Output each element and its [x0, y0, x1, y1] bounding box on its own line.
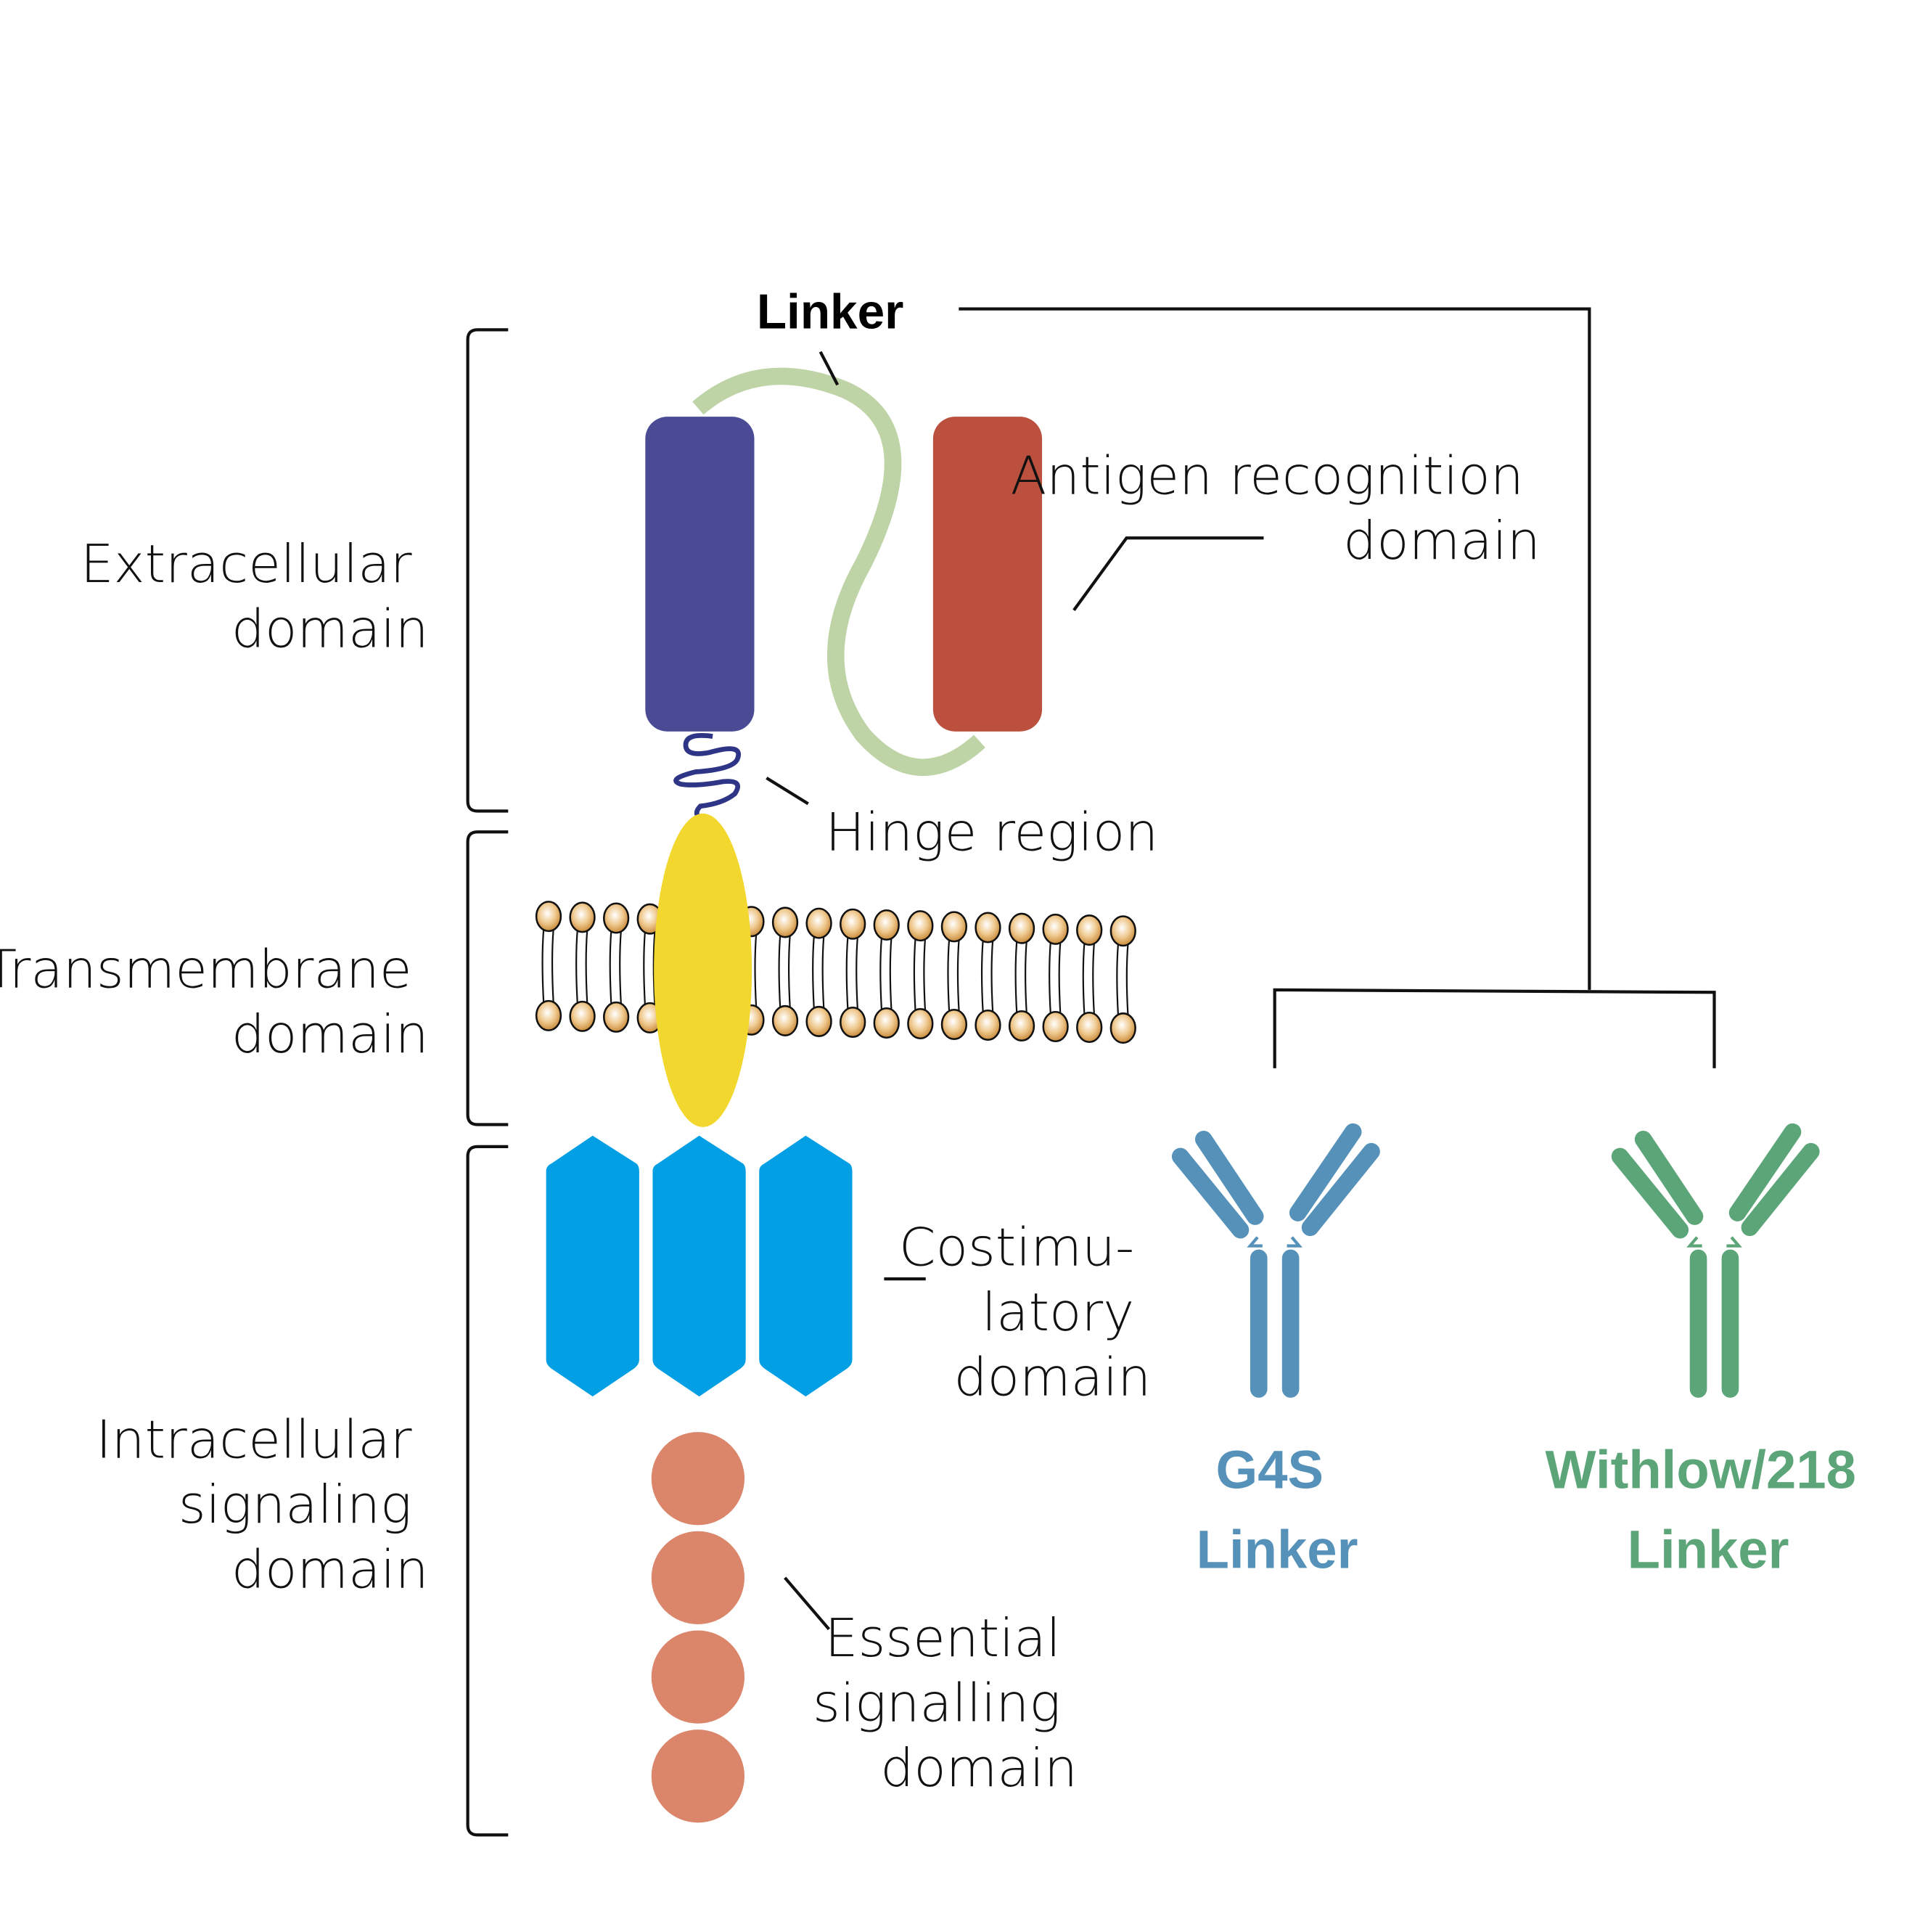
linker-title: Linker — [757, 285, 904, 340]
costimulatory-label: Costimu- latory domain — [899, 1218, 1151, 1409]
vh-domain — [932, 417, 1043, 732]
bracket-extracellular — [466, 328, 509, 813]
signal-circle-2 — [651, 1531, 744, 1625]
lipid-molecule — [569, 901, 596, 1032]
essential-signalling-label: Essential signalling domain — [813, 1608, 1078, 1799]
antigen-pointer — [1072, 536, 1264, 612]
withlow-linker-label: Withlow/218 Linker — [1546, 1440, 1871, 1580]
lipid-molecule — [975, 912, 1001, 1041]
antibody-icon-withlow — [1611, 1123, 1820, 1398]
lipid-molecule — [603, 902, 630, 1033]
linker-branch — [1273, 988, 1716, 1068]
lipid-molecule — [535, 901, 562, 1031]
antigen-recognition-label: Antigen recognition domain — [1011, 446, 1540, 571]
costim-block-3 — [759, 1135, 853, 1397]
signalling-pointer — [784, 1576, 831, 1631]
lipid-molecule — [1109, 915, 1136, 1044]
antibody-chain — [1171, 1147, 1250, 1239]
costimulatory-domains — [546, 1135, 853, 1397]
hinge-label: Hinge region — [825, 803, 1158, 864]
extracellular-label: Extracellular domain — [81, 534, 429, 660]
costim-block-1 — [546, 1135, 639, 1397]
antibody-chain — [1728, 1123, 1802, 1221]
linker-pointer — [819, 351, 840, 386]
signal-circle-4 — [651, 1730, 744, 1823]
g4s-linker-label: G4S Linker — [1197, 1440, 1358, 1580]
lipid-molecule — [940, 911, 968, 1041]
antibody-icon-g4s — [1171, 1123, 1380, 1398]
antibody-chain — [1289, 1123, 1362, 1221]
signal-circle-1 — [651, 1432, 744, 1526]
hinge-pointer — [766, 777, 809, 806]
lipid-bilayer — [535, 901, 1136, 1044]
signal-circle-3 — [651, 1630, 744, 1724]
antibody-chain — [1301, 1142, 1380, 1237]
linker-connector — [959, 307, 1591, 990]
bracket-transmembrane — [466, 830, 509, 1126]
intracellular-label: Intracellular signaling domain — [96, 1410, 428, 1601]
transmembrane-label: Transmembrane domain — [0, 940, 429, 1065]
signalling-domains — [651, 1432, 744, 1823]
vl-domain — [645, 417, 755, 732]
scfv-linker — [692, 367, 985, 777]
antibody-chain — [1741, 1142, 1820, 1237]
costim-block-2 — [652, 1135, 746, 1397]
lipid-molecule — [1076, 914, 1103, 1044]
lipid-molecule — [771, 906, 799, 1036]
antibody-chain — [1634, 1130, 1704, 1225]
lipid-molecule — [805, 907, 832, 1037]
lipid-molecule — [1008, 912, 1035, 1042]
bracket-intracellular — [466, 1145, 509, 1837]
lipid-molecule — [907, 910, 934, 1039]
transmembrane-domain — [654, 813, 752, 1127]
lipid-molecule — [873, 909, 900, 1039]
hinge-region — [673, 733, 741, 821]
antibody-chain — [1611, 1147, 1689, 1239]
lipid-molecule — [840, 908, 866, 1038]
lipid-molecule — [1042, 913, 1069, 1043]
antibody-chain — [1195, 1130, 1264, 1225]
